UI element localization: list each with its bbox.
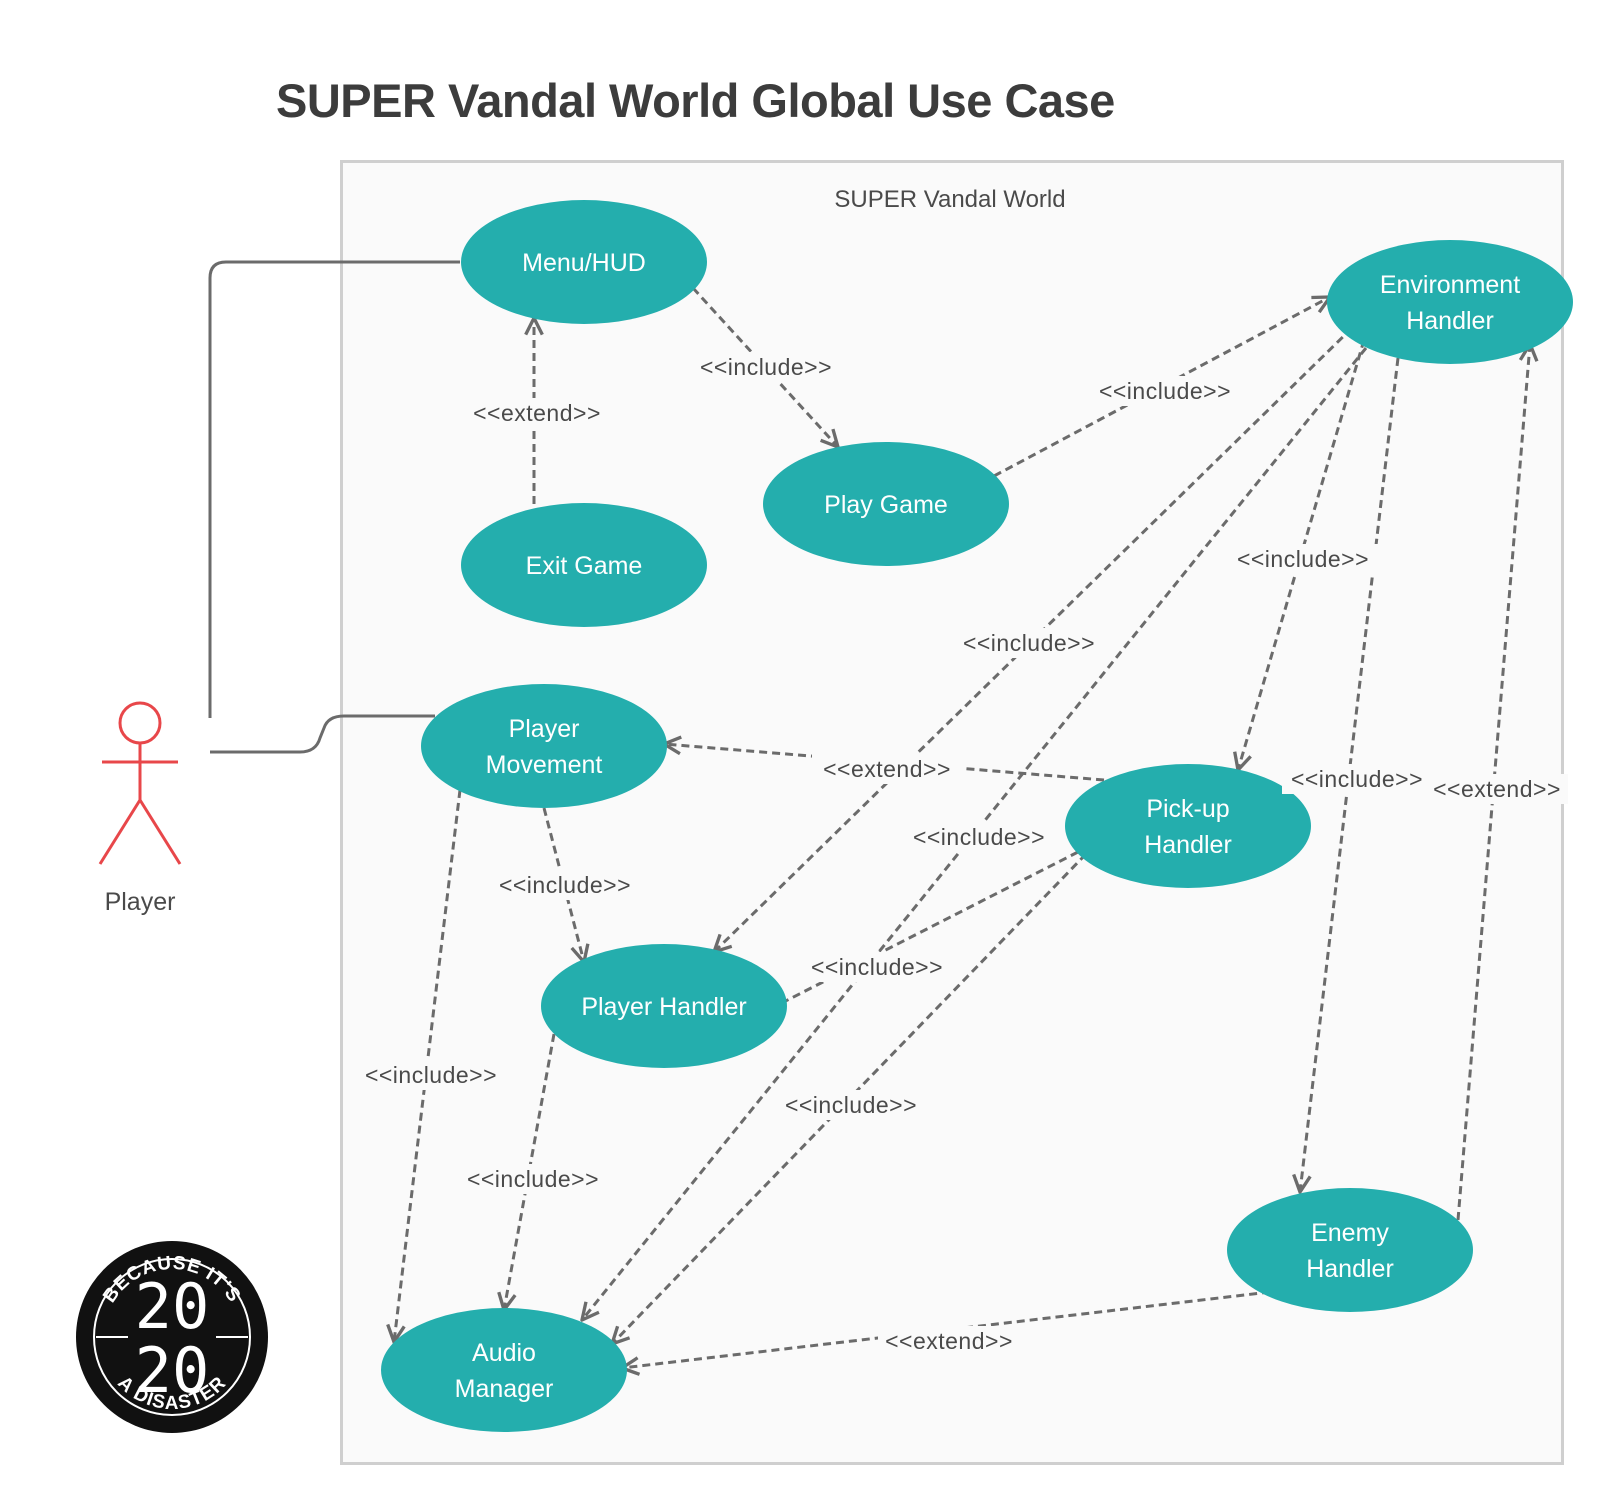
player-actor[interactable] [98, 701, 182, 865]
rel-label-playerhandler-audio: <<include>> [467, 1166, 599, 1192]
rel-label-env-enemy: <<include>> [1291, 766, 1423, 792]
badge-inner-ring [93, 1258, 251, 1416]
use-case-label-line2: Handler [1406, 307, 1494, 335]
use-case-play-game[interactable]: Play Game [763, 442, 1009, 566]
use-case-label-line1: Player [509, 715, 580, 743]
use-case-label-line1: Enemy [1311, 1219, 1389, 1247]
use-case-label-line1: Audio [472, 1339, 536, 1367]
use-case-player-movement[interactable]: Player Movement [421, 684, 667, 808]
association-player-menu [208, 260, 460, 718]
rel-label-pickup-audio: <<include>> [785, 1092, 917, 1118]
rel-label-menu-play: <<include>> [700, 354, 832, 380]
use-case-label-line2: Manager [455, 1375, 554, 1403]
rel-label-env-playerhandler: <<include>> [963, 630, 1095, 656]
rel-label-pickup-movement: <<extend>> [823, 756, 951, 782]
actor-right-leg [138, 799, 182, 865]
use-case-label-line2: Handler [1306, 1255, 1394, 1283]
rel-playerhandler-to-audio [504, 1033, 556, 1310]
rel-enemy-extend-env [1456, 344, 1530, 1221]
rel-label-env-pickup: <<include>> [1237, 546, 1369, 572]
use-case-player-handler[interactable]: Player Handler [541, 944, 787, 1068]
rel-pickup-extend-movement [664, 744, 1105, 782]
association-player-movement [210, 714, 435, 754]
rel-label-pickup-playerhandler: <<include>> [811, 954, 943, 980]
use-case-shape [381, 1308, 627, 1432]
use-case-enemy-handler[interactable]: Enemy Handler [1227, 1188, 1473, 1312]
diagram-title-area: SUPER Vandal World Global Use Case Diagr… [276, 62, 1176, 154]
diagram-title: SUPER Vandal World Global Use Case Diagr… [276, 74, 1115, 154]
use-case-environment-handler[interactable]: Environment Handler [1327, 240, 1573, 364]
use-case-label: Play Game [824, 491, 948, 519]
rel-label-movement-audio: <<include>> [365, 1062, 497, 1088]
use-case-label-line1: Environment [1380, 271, 1520, 299]
use-case-label-line2: Movement [486, 751, 603, 779]
rel-label-play-env: <<include>> [1099, 378, 1231, 404]
use-case-label: Exit Game [526, 552, 643, 580]
use-case-shape [1327, 240, 1573, 364]
use-case-label-line1: Pick-up [1146, 795, 1229, 823]
use-case-exit-game[interactable]: Exit Game [461, 503, 707, 627]
badge-circle [76, 1241, 268, 1433]
rel-play-to-env [993, 297, 1330, 478]
use-case-shape [541, 944, 787, 1068]
rel-label-env-audio: <<include>> [913, 824, 1045, 850]
rel-label-movement-playerhandler: <<include>> [499, 872, 631, 898]
use-case-shape [1227, 1188, 1473, 1312]
actor-name: Player [105, 888, 176, 916]
use-case-shape [763, 442, 1009, 566]
rel-label-enemy-env: <<extend>> [1433, 776, 1561, 802]
system-name: SUPER Vandal World [834, 186, 1065, 213]
use-case-label: Menu/HUD [522, 249, 646, 277]
rel-label-enemy-audio: <<extend>> [885, 1328, 1013, 1354]
use-case-shape [1065, 764, 1311, 888]
actor-head [118, 701, 162, 745]
badge-year-top: 20 [135, 1270, 210, 1343]
rel-label-exit-menu: <<extend>> [473, 400, 601, 426]
actor-left-leg [98, 799, 142, 865]
because-its-2020-badge: BECAUSE IT'S 20 20 A DISASTER [76, 1241, 268, 1433]
use-case-label: Player Handler [581, 993, 746, 1021]
use-case-label-line2: Handler [1144, 831, 1232, 859]
use-case-pickup-handler[interactable]: Pick-up Handler [1065, 764, 1311, 888]
use-case-shape [461, 503, 707, 627]
use-case-audio-manager[interactable]: Audio Manager [381, 1308, 627, 1432]
relationship-labels: <<include>> <<extend>> <<include>> <<inc… [356, 352, 1568, 1356]
use-case-shape [461, 200, 707, 324]
badge-year-bottom: 20 [135, 1334, 210, 1407]
use-case-shape [421, 684, 667, 808]
use-case-menu-hud[interactable]: Menu/HUD [461, 200, 707, 324]
